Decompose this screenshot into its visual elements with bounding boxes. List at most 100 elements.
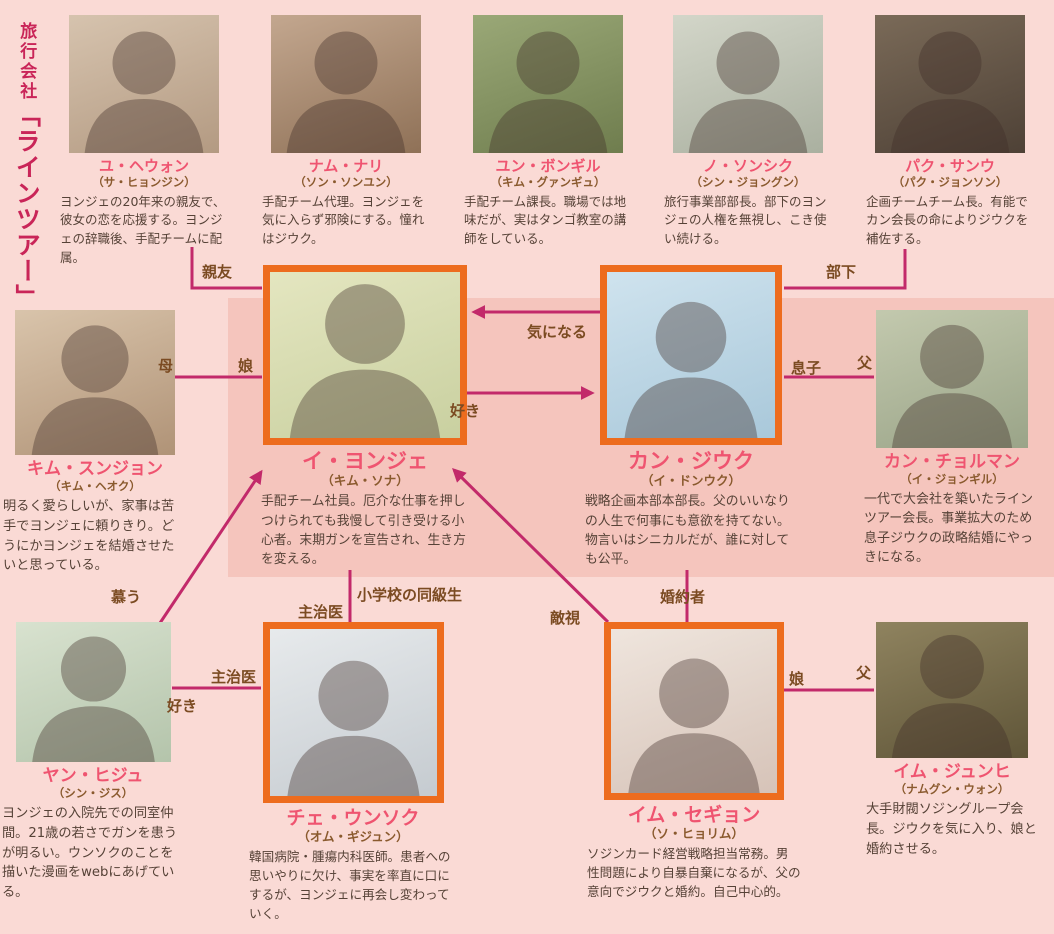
character-name: ユン・ボンギル	[495, 157, 601, 175]
relation-label-adores: 慕う	[111, 588, 142, 606]
character-desc: 韓国病院・腫瘍内科医師。患者への思いやりに欠け、事実を率直に口にするが、ヨンジェ…	[249, 849, 451, 921]
photo-i-yongje	[263, 265, 467, 445]
photo-yan-hiju	[15, 622, 171, 762]
character-name: キム・スンジョン	[27, 459, 163, 479]
relation-label-hostility: 敵視	[550, 609, 581, 627]
relation-label-bestfriend: 親友	[202, 263, 233, 281]
character-desc: 手配チーム課長。職場では地味だが、実はタンゴ教室の講師をしている。	[464, 193, 627, 247]
relation-label-likes: 好き	[450, 402, 481, 420]
character-name: チェ・ウンソク	[286, 807, 420, 829]
character-desc: 戦略企画本部本部長。父のいいなりの人生で何事にも意欲を持てない。物言いはシニカル…	[585, 494, 790, 568]
card-kim-sunjong: キム・スンジョン （キム・ヘオク） 明るく愛らしいが、家事は苦手でヨンジェに頼り…	[0, 310, 190, 576]
relation-label-interested: 気になる	[527, 323, 588, 341]
person-silhouette-icon	[890, 31, 1010, 153]
company-name: 「ラインツアー」	[12, 102, 42, 310]
actor-name: （シン・ジス）	[52, 785, 134, 800]
character-name: ノ・ソンシク	[702, 157, 793, 175]
character-name: ヤン・ヒジュ	[42, 766, 144, 786]
card-i-yongje: イ・ヨンジェ （キム・ソナ） 手配チーム社員。厄介な仕事を押しつけられても我慢し…	[253, 265, 477, 569]
card-no-sonsik: ノ・ソンシク （シン・ジョングン） 旅行事業部部長。部下のヨンジェの人権を無視し…	[661, 15, 835, 249]
photo-kan-jiuk	[600, 265, 782, 445]
actor-name: （キム・ソナ）	[321, 473, 409, 489]
character-name: カン・ジウク	[628, 449, 754, 473]
arrow-hostility	[452, 468, 610, 624]
relation-label-mother: 母	[158, 357, 174, 375]
actor-name: （オム・ギジュン）	[297, 828, 409, 844]
person-silhouette-icon	[892, 634, 1012, 758]
character-desc: 企画チームチーム長。有能でカン会長の命によりジウクを補佐する。	[866, 193, 1029, 247]
person-silhouette-icon	[488, 31, 608, 153]
card-kan-jiuk: カン・ジウク （イ・ドンウク） 戦略企画本部本部長。父のいいなりの人生で何事にも…	[579, 265, 803, 569]
actor-name: （イ・ドンウク）	[640, 473, 741, 489]
character-desc: 手配チーム代理。ヨンジェを気に入らず邪険にする。憧れはジウク。	[262, 193, 425, 247]
character-desc: 明るく愛らしいが、家事は苦手でヨンジェに頼りきり。どうにかヨンジェを結婚させたい…	[3, 498, 175, 574]
card-che-unsok: チェ・ウンソク （オム・ギジュン） 韓国病院・腫瘍内科医師。患者への思いやりに欠…	[244, 622, 462, 924]
actor-name: （キム・グァンギュ）	[490, 174, 606, 189]
line-subordinate	[784, 249, 907, 290]
company-title: 旅行会社「ラインツアー」	[12, 22, 42, 310]
photo-yu-hewon	[69, 15, 219, 153]
character-name: イム・セギョン	[627, 804, 761, 826]
character-desc: ヨンジェの入院先での同室仲間。21歳の若さでガンを患うが明るい。ウンソクのことを…	[2, 805, 178, 901]
relation-label-doctor-center: 主治医	[298, 603, 344, 621]
character-name: ユ・ヘウォン	[98, 157, 189, 175]
relation-label-classmate: 小学校の同級生	[357, 586, 463, 604]
actor-name: （サ・ヒョンジン）	[92, 174, 196, 189]
arrow-adores	[158, 469, 263, 624]
photo-kim-sunjong	[15, 310, 175, 455]
relation-label-daughter-bottom: 娘	[789, 670, 805, 688]
character-name: パク・サンウ	[905, 157, 995, 175]
card-im-segyong: イム・セギョン （ソ・ヒョリム） ソジンカード経営戦略担当常務。男性問題により自…	[585, 622, 803, 902]
actor-name: （シン・ジョングン）	[690, 174, 806, 189]
person-silhouette-icon	[628, 658, 760, 793]
photo-no-sonsik	[673, 15, 823, 153]
person-silhouette-icon	[892, 324, 1012, 448]
relation-label-father-right: 父	[857, 354, 873, 372]
character-desc: 一代で大会社を築いたラインツアー会長。事業拡大のため息子ジウクの政略結婚にやっき…	[864, 491, 1034, 566]
relation-label-father-bottom: 父	[856, 664, 872, 682]
relation-label-son: 息子	[791, 359, 822, 377]
person-silhouette-icon	[287, 660, 419, 796]
actor-name: （イ・ジョンギル）	[900, 471, 1004, 486]
actor-name: （ソン・ソンユン）	[294, 174, 398, 189]
photo-im-junhi	[876, 622, 1028, 758]
photo-im-segyong	[604, 622, 784, 800]
photo-kan-cholman	[876, 310, 1028, 448]
card-im-junhi: イム・ジュンヒ （ナムグン・ウォン） 大手財閥ソジングループ会長。ジウクを気に入…	[863, 622, 1041, 859]
relation-label-daughter: 娘	[238, 357, 254, 375]
card-yan-hiju: ヤン・ヒジュ （シン・ジス） ヨンジェの入院先での同室仲間。21歳の若さでガンを…	[0, 622, 186, 903]
character-name: イ・ヨンジェ	[302, 449, 428, 473]
relation-label-subordinate: 部下	[826, 263, 857, 281]
card-nam-nari: ナム・ナリ （ソン・ソンユン） 手配チーム代理。ヨンジェを気に入らず邪険にする。…	[259, 15, 433, 249]
photo-nam-nari	[271, 15, 421, 153]
person-silhouette-icon	[286, 31, 406, 153]
relation-label-likes-left: 好き	[167, 697, 198, 715]
card-pak-sangwoo: パク・サンウ （パク・ジョンソン） 企画チームチーム長。有能でカン会長の命により…	[863, 15, 1037, 249]
character-desc: ソジンカード経営戦略担当常務。男性問題により自暴自棄になるが、父の意向でジウクと…	[587, 846, 801, 900]
actor-name: （ソ・ヒョリム）	[643, 825, 744, 841]
card-yu-hewon: ユ・ヘウォン （サ・ヒョンジン） ヨンジェの20年来の親友で、彼女の恋を応援する…	[57, 15, 231, 268]
actor-name: （パク・ジョンソン）	[892, 174, 1008, 189]
company-prefix: 旅行会社	[16, 22, 37, 102]
photo-che-unsok	[262, 622, 444, 803]
photo-pak-sangwoo	[875, 15, 1025, 153]
character-desc: 手配チーム社員。厄介な仕事を押しつけられても我慢して引き受ける小心者。末期ガンを…	[261, 494, 466, 568]
character-desc: 旅行事業部部長。部下のヨンジェの人権を無視し、こき使い続ける。	[664, 193, 827, 247]
character-desc: ヨンジェの20年来の親友で、彼女の恋を応援する。ヨンジェの辞職後、手配チームに配…	[60, 193, 226, 265]
actor-name: （ナムグン・ウォン）	[894, 781, 1010, 796]
photo-yun-bongil	[473, 15, 623, 153]
person-silhouette-icon	[290, 284, 440, 438]
person-silhouette-icon	[624, 301, 758, 438]
card-kan-cholman: カン・チョルマン （イ・ジョンギル） 一代で大会社を築いたラインツアー会長。事業…	[863, 310, 1041, 568]
person-silhouette-icon	[31, 636, 155, 762]
person-silhouette-icon	[84, 31, 204, 153]
character-name: ナム・ナリ	[308, 157, 384, 175]
character-name: カン・チョルマン	[884, 452, 1020, 472]
character-name: イム・ジュンヒ	[893, 762, 1011, 782]
actor-name: （キム・ヘオク）	[49, 478, 141, 493]
card-yun-bongil: ユン・ボンギル （キム・グァンギュ） 手配チーム課長。職場では地味だが、実はタン…	[461, 15, 635, 249]
character-desc: 大手財閥ソジングループ会長。ジウクを気に入り、娘と婚約させる。	[866, 801, 1037, 857]
person-silhouette-icon	[688, 31, 808, 153]
